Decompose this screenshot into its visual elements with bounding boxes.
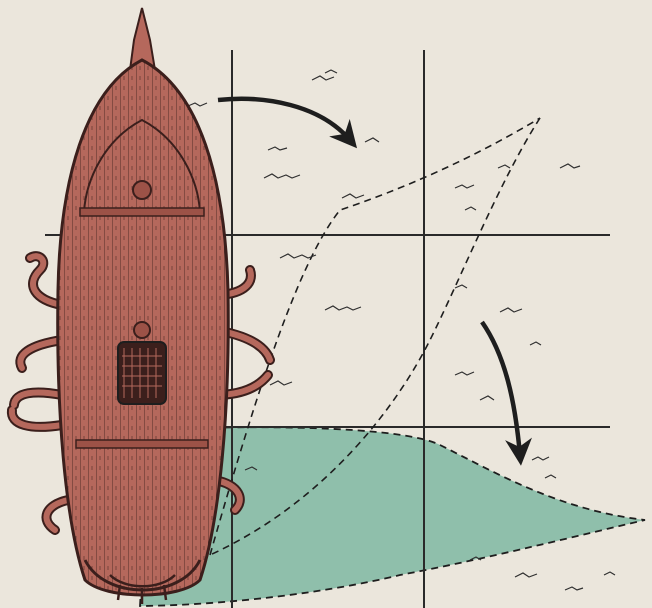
cone-outline-dashed xyxy=(209,117,541,556)
ship-capstan xyxy=(132,180,152,200)
ship-main-deck-rail xyxy=(79,207,205,217)
ship-mast xyxy=(133,321,151,339)
curved-arrow-icon xyxy=(217,96,358,149)
ship-cargo-hatch xyxy=(117,341,167,405)
wave-marks xyxy=(187,69,616,591)
curved-arrow-icon xyxy=(480,320,532,466)
ship-aft-deck-rail xyxy=(75,439,209,449)
hatch-grate xyxy=(122,348,162,398)
ship-stern-ornament xyxy=(109,574,176,604)
sailing-ship-icon xyxy=(56,7,230,604)
cone-area-of-effect xyxy=(139,426,646,607)
